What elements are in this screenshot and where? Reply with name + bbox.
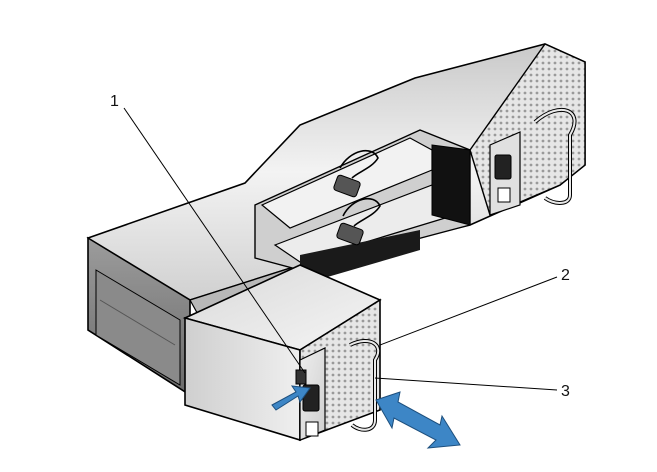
pull-direction-arrow-icon [375,391,461,449]
installed-psu [469,43,586,216]
callout-2: 2 [561,267,570,284]
removed-psu [182,264,382,442]
callout-leaders [123,107,558,391]
power-connector-icon [494,154,512,180]
release-latch [295,369,307,385]
bay-latch-upper [333,149,379,198]
callout-1: 1 [110,93,119,110]
callout-3: 3 [561,383,570,400]
bay-latch-lower [336,197,381,246]
psu-power-switch [305,421,319,437]
power-switch-icon [497,187,511,203]
release-arrow-icon [271,385,311,411]
